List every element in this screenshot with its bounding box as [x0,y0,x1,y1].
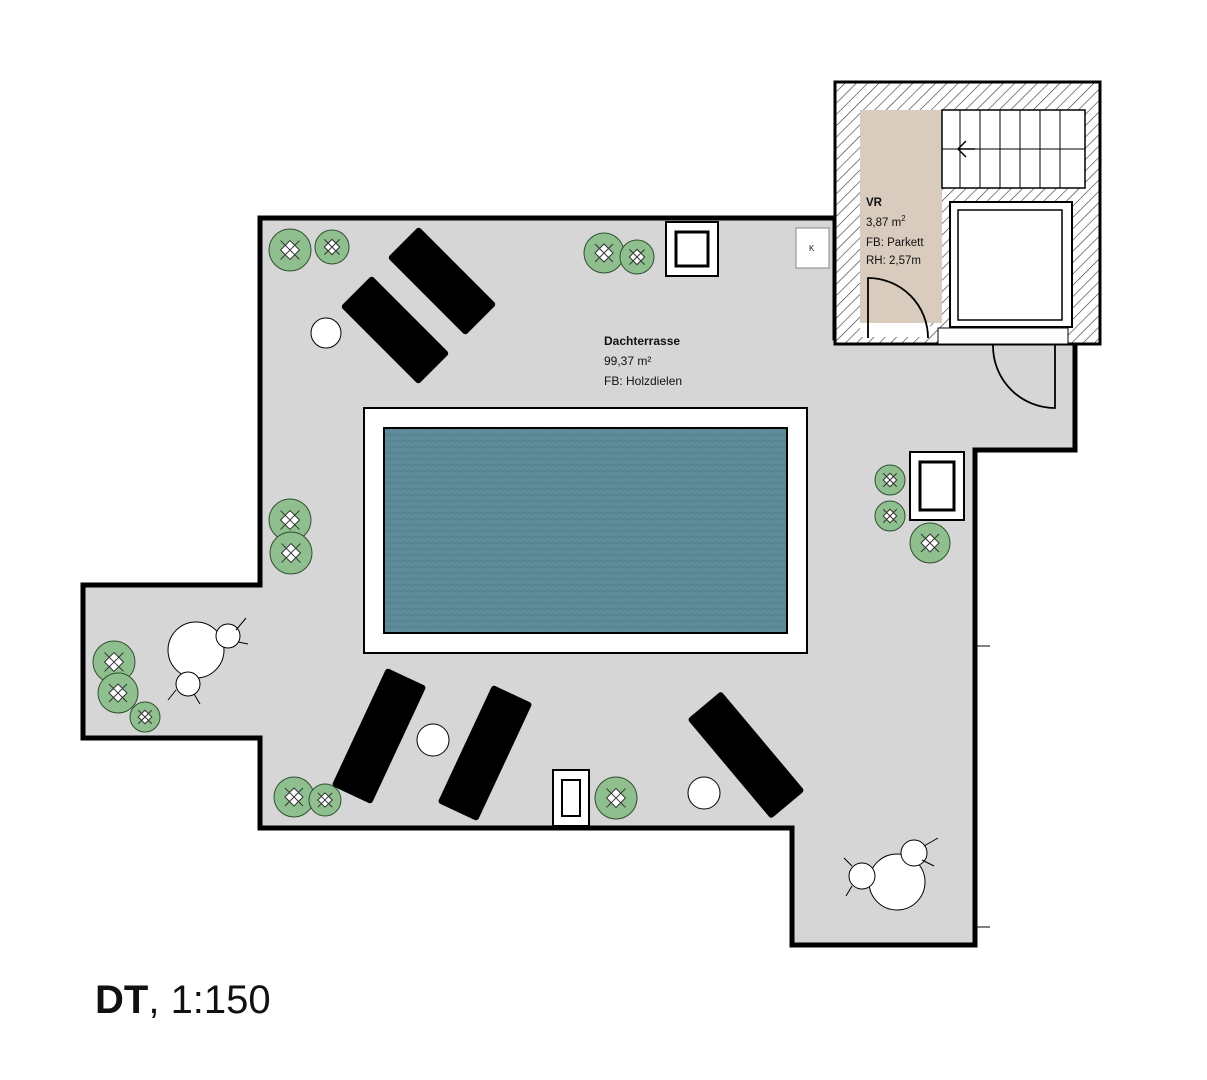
plant-leaf-icon [882,508,898,524]
caption-separator: , [148,978,171,1022]
vestibule-door-swing [867,277,929,339]
plant-leaf-icon [279,239,301,261]
plant-leaf-icon [882,472,898,488]
plan-caption: DT, 1:150 [95,978,271,1023]
stair-block [833,80,1102,409]
plant-leaf-icon [137,709,153,725]
terrace-floor: FB: Holzdielen [604,374,682,388]
sun-lounger [341,227,496,384]
plant-leaf-icon [920,533,940,553]
plant-leaf-icon [594,243,614,263]
vestibule-floor: FB: Parkett [866,237,924,249]
plant-leaf-icon [628,248,646,266]
vestibule-code: VR [866,197,883,209]
stair-arrow-icon [956,140,975,158]
plant-leaf-icon [317,792,333,808]
planter-bottom [552,769,590,827]
planter-top [665,221,719,277]
bistro-set-left [167,617,249,705]
terrace-name: Dachterrasse [604,334,680,348]
plant-leaf-icon [280,542,302,564]
plant-leaf-icon [284,787,304,807]
plant-leaf-icon [605,787,627,809]
elevator-door-swing [992,344,1056,409]
vestibule-height: RH: 2,57m [866,255,921,267]
plant-leaf-icon [103,651,125,673]
kitchen-tag: K [809,244,815,253]
plant-leaf-icon [279,509,301,531]
kitchen-unit [795,227,830,269]
level-code: DT [95,978,149,1022]
scale: 1:150 [170,978,271,1022]
plants-group [92,228,951,820]
plant-leaf-icon [108,683,128,703]
sun-lounger [332,668,804,821]
pool-water [383,427,788,634]
vestibule-area: 3,87 m2 [866,214,906,229]
terrace-area: 99,37 m² [604,354,651,368]
bistro-set-right [843,837,939,911]
plant-leaf-icon [323,238,341,256]
planter-right [909,451,965,521]
side-table [310,317,721,810]
